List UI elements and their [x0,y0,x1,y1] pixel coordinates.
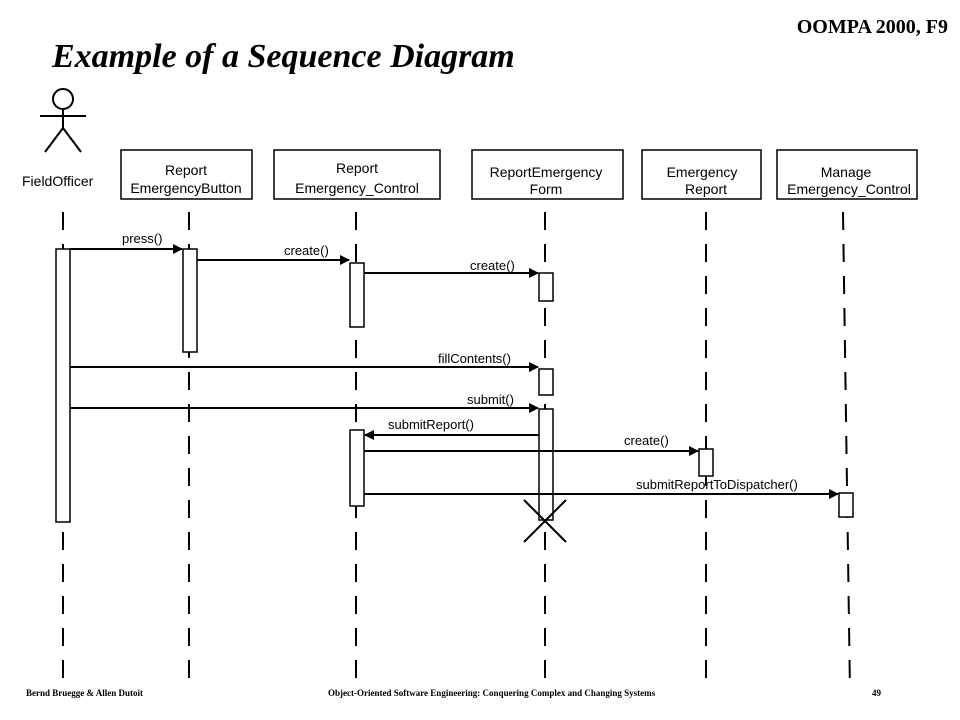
actor-stick-figure [40,88,86,153]
destroy-mark [523,499,567,543]
activation-report-emergency-button [182,248,198,353]
msg-label: create() [624,433,669,448]
object-report-emergency-control: Report Emergency_Control [273,149,441,200]
activation-control-1 [349,262,365,328]
object-label: Report [336,160,378,176]
object-label: Emergency_Control [295,180,419,196]
activation-manage-control [838,492,854,518]
msg-label: submitReport() [388,417,474,432]
activation-fieldofficer [55,248,71,523]
activation-form-3 [538,408,554,521]
slide-title: Example of a Sequence Diagram [52,38,515,75]
msg-label: press() [122,231,162,246]
msg-label: create() [470,258,515,273]
object-report-emergency-button: Report EmergencyButton [120,149,253,200]
object-label: Report [685,181,727,197]
msg-label: create() [284,243,329,258]
object-label: Form [530,181,563,197]
activation-control-2 [349,429,365,507]
object-report-emergency-form: ReportEmergency Form [471,149,624,200]
msg-label: submit() [467,392,514,407]
object-label: Emergency_Control [787,181,911,197]
lifeline-manage-emergency-control [842,211,851,693]
footer-authors: Bernd Bruegge & Allen Dutoit [26,688,143,698]
object-manage-emergency-control: Manage Emergency_Control [776,149,918,200]
activation-form-2 [538,368,554,396]
footer-book-title: Object-Oriented Software Engineering: Co… [328,688,656,698]
activation-emergency-report [698,448,714,477]
footer-page-number: 49 [872,688,881,698]
object-label: Report [165,162,207,178]
msg-label: fillContents() [438,351,511,366]
actor-label: FieldOfficer [22,173,94,189]
object-label: EmergencyButton [130,180,241,196]
msg-label: submitReportToDispatcher() [636,477,798,492]
course-label: OOMPA 2000, F9 [796,16,948,38]
object-emergency-report: Emergency Report [641,149,762,200]
activation-form-1 [538,272,554,302]
object-label: ReportEmergency [490,164,603,180]
object-label: Manage [821,164,872,180]
object-label: Emergency [667,164,738,180]
